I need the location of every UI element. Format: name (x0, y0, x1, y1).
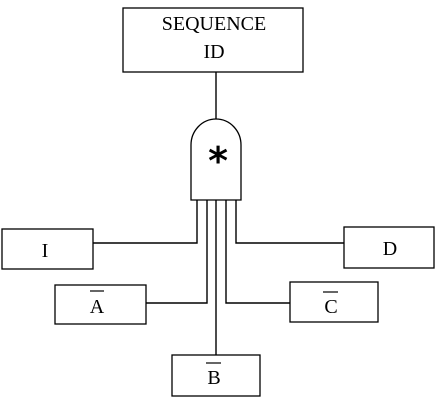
gate-shape (190, 118, 242, 201)
connector-c (225, 200, 290, 304)
sequence-id-box (122, 7, 304, 73)
input-box-d (343, 226, 435, 269)
connector-a (146, 200, 208, 304)
input-box-b (171, 354, 261, 397)
input-label-c: C (324, 296, 337, 318)
input-label-i: I (42, 240, 49, 262)
sequence-id-line1: SEQUENCE (162, 13, 266, 35)
input-label-b: B (207, 367, 220, 389)
input-box-i (1, 228, 94, 270)
gate-symbol: * (208, 139, 228, 183)
input-label-a: A (90, 296, 105, 318)
connector-d (235, 200, 344, 244)
input-box-c (289, 281, 379, 323)
connector-i (93, 200, 198, 244)
sequence-id-line2: ID (203, 41, 224, 63)
input-label-d: D (383, 238, 397, 260)
